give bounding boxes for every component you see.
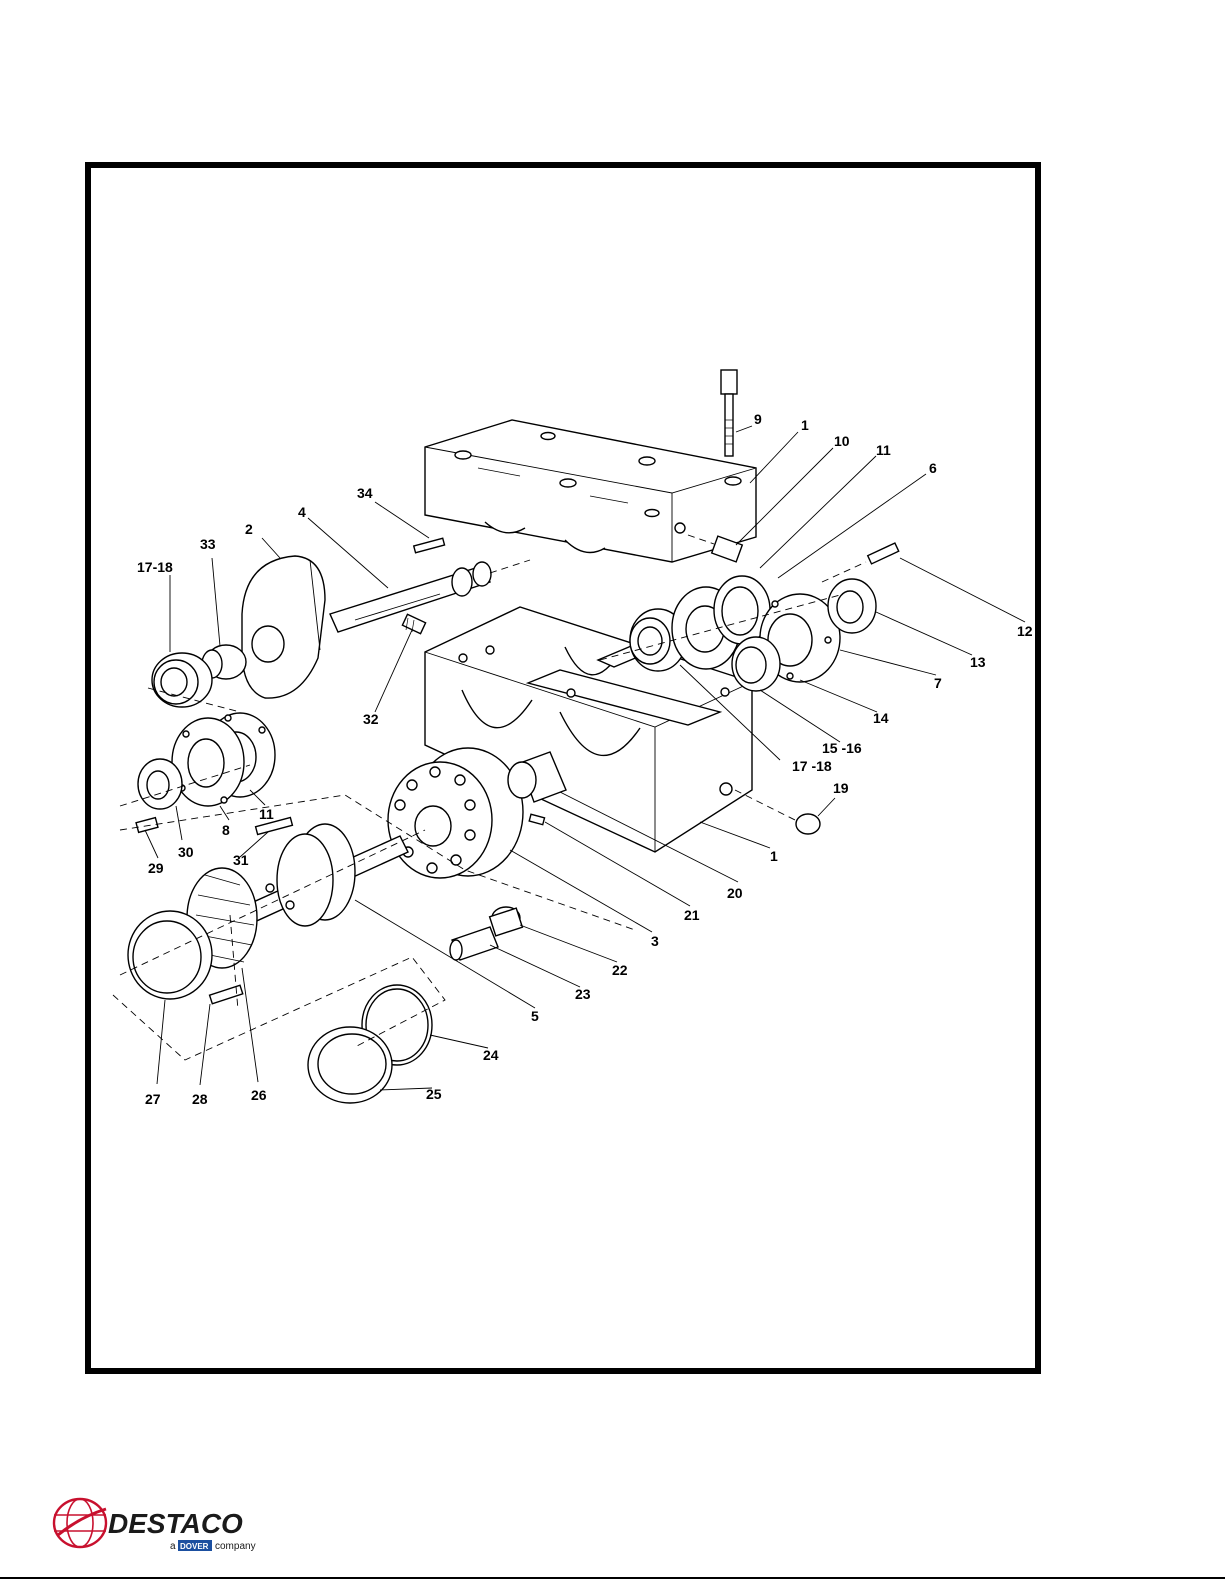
- callout-17-18-right: 17 -18: [792, 758, 832, 774]
- logo-tagline-badge: DOVER: [180, 1542, 209, 1551]
- upper-housing: [425, 420, 756, 562]
- callout-33: 33: [200, 536, 216, 552]
- callout-12: 12: [1017, 623, 1033, 639]
- callout-20: 20: [727, 885, 743, 901]
- callout-24: 24: [483, 1047, 499, 1063]
- callout-1-upper: 1: [801, 417, 809, 433]
- pin-21: [529, 814, 544, 824]
- callout-30: 30: [178, 844, 194, 860]
- callout-9: 9: [754, 411, 762, 427]
- callout-13: 13: [970, 654, 986, 670]
- washer-13: [828, 579, 876, 633]
- logo-brand: DESTACO: [108, 1508, 243, 1539]
- callout-27: 27: [145, 1091, 161, 1107]
- callout-31: 31: [233, 852, 249, 868]
- retaining-ring-25: [308, 1027, 392, 1103]
- callout-19: 19: [833, 780, 849, 796]
- index-dial-3: [388, 748, 523, 878]
- logo-tagline-prefix: a: [170, 1541, 176, 1552]
- plug-19: [735, 790, 820, 834]
- callout-3: 3: [651, 933, 659, 949]
- callout-17-18-left: 17-18: [137, 559, 173, 575]
- callout-5: 5: [531, 1008, 539, 1024]
- callout-4: 4: [298, 504, 306, 520]
- set-screw-32: [402, 614, 425, 633]
- globe-icon: [54, 1499, 106, 1547]
- callout-29: 29: [148, 860, 164, 876]
- cap-screw-9: [721, 370, 737, 456]
- callout-22: 22: [612, 962, 628, 978]
- callout-25: 25: [426, 1086, 442, 1102]
- callout-8: 8: [222, 822, 230, 838]
- callout-21: 21: [684, 907, 700, 923]
- bearing-15-16: [732, 637, 780, 691]
- exploded-parts-diagram: 9 1 10 11 6 34 2 4 33 17-18 12 13 7 14 1…: [0, 0, 1225, 1480]
- pin-23: [450, 927, 498, 960]
- bearing-17-18-left: [152, 653, 212, 707]
- key-34: [414, 538, 445, 553]
- callout-23: 23: [575, 986, 591, 1002]
- callout-26: 26: [251, 1087, 267, 1103]
- output-shaft-5: [240, 824, 408, 926]
- callout-32: 32: [363, 711, 379, 727]
- flange-8: [172, 718, 244, 806]
- callout-1-lower: 1: [770, 848, 778, 864]
- screw-28: [210, 985, 243, 1003]
- callout-14: 14: [873, 710, 889, 726]
- callout-34: 34: [357, 485, 373, 501]
- screw-29: [136, 818, 158, 833]
- callout-11-lower: 11: [259, 806, 274, 822]
- cam-2: [242, 556, 325, 698]
- callout-6: 6: [929, 460, 937, 476]
- logo-tagline-suffix: company: [215, 1541, 256, 1552]
- seal-30: [138, 759, 182, 809]
- callout-2: 2: [245, 521, 253, 537]
- callout-28: 28: [192, 1091, 208, 1107]
- callout-15-16: 15 -16: [822, 740, 862, 756]
- callout-7: 7: [934, 675, 942, 691]
- ring-27: [128, 911, 212, 999]
- callout-11-upper: 11: [876, 442, 891, 458]
- bushing-22: [490, 907, 523, 936]
- screw-12: [822, 543, 899, 582]
- destaco-logo: DESTACO a DOVER company: [50, 1497, 270, 1553]
- callout-10: 10: [834, 433, 850, 449]
- bottom-rule: [0, 1577, 1225, 1579]
